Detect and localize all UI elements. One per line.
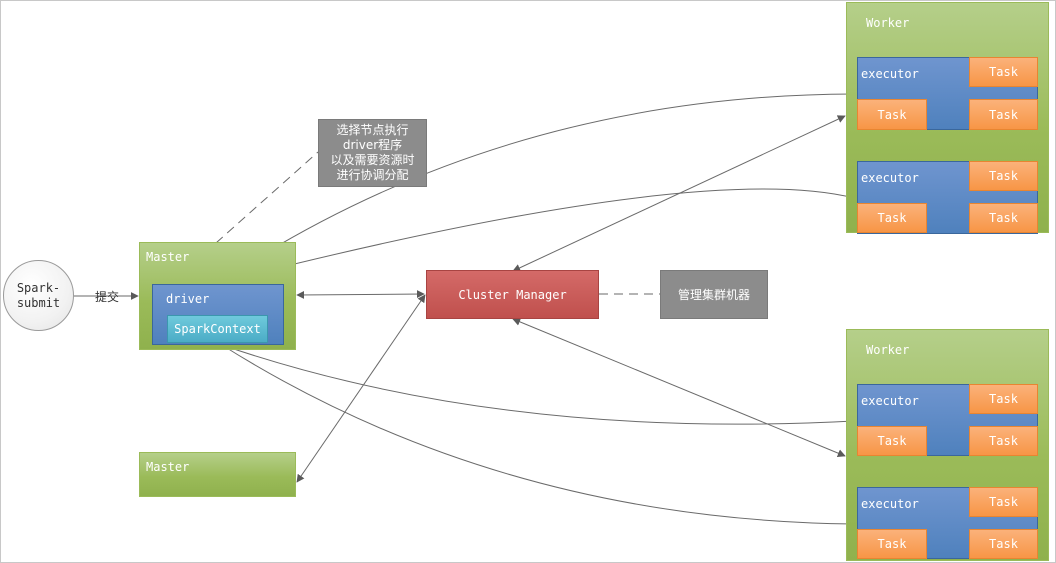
task-node: Task xyxy=(969,384,1038,414)
task-label: Task xyxy=(989,65,1018,79)
executor-label: executor xyxy=(861,497,919,511)
executor-label: executor xyxy=(861,67,919,81)
spark-context-label: SparkContext xyxy=(174,322,261,336)
spark-context-node: SparkContext xyxy=(167,315,268,343)
master-note-box: 选择节点执行 driver程序 以及需要资源时 进行协调分配 xyxy=(318,119,427,187)
task-node: Task xyxy=(969,529,1038,559)
task-node: Task xyxy=(857,203,927,233)
master-note-line3: 以及需要资源时 xyxy=(330,153,415,167)
master-note-line1: 选择节点执行 xyxy=(336,123,409,137)
master-standby-node: Master xyxy=(139,452,296,497)
master-note-line4: 进行协调分配 xyxy=(336,168,409,182)
task-label: Task xyxy=(877,434,907,448)
task-node: Task xyxy=(857,529,927,559)
executor-label: executor xyxy=(861,394,919,408)
task-node: Task xyxy=(969,487,1038,517)
task-node: Task xyxy=(969,57,1038,87)
task-label: Task xyxy=(877,107,907,122)
task-label: Task xyxy=(989,537,1018,551)
master-standby-title: Master xyxy=(146,460,190,474)
worker-1-title: Worker xyxy=(866,16,910,30)
submit-label: 提交 xyxy=(95,290,120,304)
client-label-line2: submit xyxy=(16,295,61,310)
client-label-line1: Spark- xyxy=(16,280,61,295)
task-label: Task xyxy=(989,434,1018,448)
task-label: Task xyxy=(989,107,1018,122)
driver-label: driver xyxy=(166,292,210,306)
task-label: Task xyxy=(989,392,1018,406)
manager-note-box: 管理集群机器 xyxy=(660,270,768,319)
task-label: Task xyxy=(877,211,907,225)
worker-2-title: Worker xyxy=(866,343,910,357)
task-node: Task xyxy=(969,203,1038,233)
task-label: Task xyxy=(989,495,1018,509)
executor-label: executor xyxy=(861,171,919,185)
manager-note-label: 管理集群机器 xyxy=(677,288,750,302)
spark-submit-client: Spark- submit xyxy=(3,260,74,331)
task-node: Task xyxy=(857,99,927,130)
cluster-manager-node: Cluster Manager xyxy=(426,270,599,319)
task-label: Task xyxy=(989,169,1018,183)
master-note-line2: driver程序 xyxy=(342,138,403,152)
task-node: Task xyxy=(857,426,927,456)
task-label: Task xyxy=(989,211,1018,225)
task-node: Task xyxy=(969,99,1038,130)
task-label: Task xyxy=(877,537,907,551)
master-active-title: Master xyxy=(146,250,190,264)
task-node: Task xyxy=(969,161,1038,191)
task-node: Task xyxy=(969,426,1038,456)
cluster-manager-label: Cluster Manager xyxy=(458,287,567,302)
